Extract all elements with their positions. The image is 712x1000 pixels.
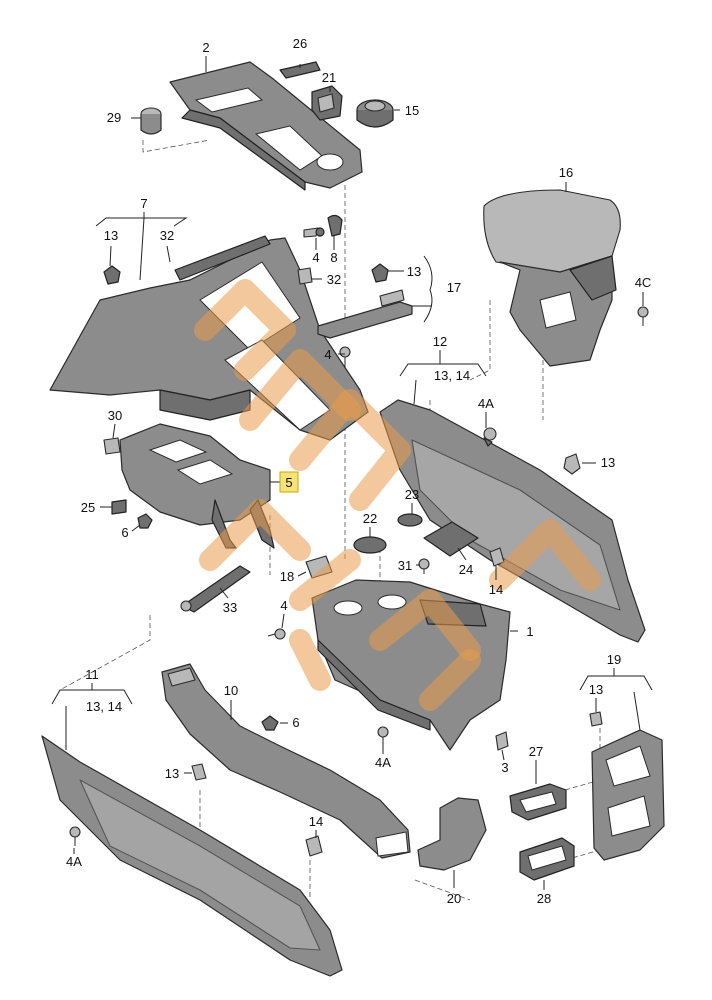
callout-5-highlight	[279, 471, 299, 493]
part-13-clip-right	[563, 453, 581, 475]
part-4-screw-bot	[267, 628, 286, 640]
callout-31[interactable]: 31	[398, 558, 412, 573]
callout-23[interactable]: 23	[405, 487, 419, 502]
callout-8[interactable]: 8	[330, 250, 337, 265]
callout-labels: 2 26 21 15 29 7 13 32 4 8 32 13 17 4 16 …	[66, 36, 651, 906]
callout-26[interactable]: 26	[293, 36, 307, 51]
callout-3[interactable]: 3	[501, 760, 508, 775]
callout-14-mid[interactable]: 14	[489, 582, 503, 597]
callout-13-frame[interactable]: 13	[104, 228, 118, 243]
callout-33[interactable]: 33	[223, 600, 237, 615]
part-2-shifter-trim-panel	[169, 61, 363, 191]
callout-13-low[interactable]: 13	[165, 766, 179, 781]
part-19-rear-vent-panel	[591, 729, 665, 861]
part-24-mat	[423, 521, 479, 557]
watermark-logo	[194, 279, 601, 711]
part-13-clip-19	[589, 711, 603, 727]
callout-29[interactable]: 29	[107, 110, 121, 125]
callout-20[interactable]: 20	[447, 891, 461, 906]
callout-11[interactable]: 11	[85, 667, 99, 682]
callout-7[interactable]: 7	[140, 196, 147, 211]
leader-lines	[51, 56, 653, 890]
callout-32-frame[interactable]: 32	[160, 228, 174, 243]
callout-10[interactable]: 10	[224, 683, 238, 698]
callout-14-low[interactable]: 14	[309, 814, 323, 829]
part-20-duct-elbow	[417, 797, 487, 871]
callout-15[interactable]: 15	[405, 103, 419, 118]
part-10-air-duct	[161, 663, 411, 859]
part-4C-screw	[637, 306, 649, 326]
callout-6-left[interactable]: 6	[121, 525, 128, 540]
part-30-clip	[103, 437, 121, 455]
part-11-side-panel-left	[41, 735, 343, 977]
part-23-mat	[397, 513, 423, 527]
callout-4-bot[interactable]: 4	[280, 598, 287, 613]
callout-21[interactable]: 21	[322, 70, 336, 85]
part-14-clip-low	[305, 835, 323, 857]
callout-25[interactable]: 25	[81, 500, 95, 515]
part-28-vent	[519, 837, 575, 881]
callout-12[interactable]: 12	[433, 334, 447, 349]
callout-13-19[interactable]: 13	[589, 682, 603, 697]
part-4A-screw-right	[483, 427, 497, 447]
part-27-vent	[509, 783, 567, 821]
part-4-screw-top	[303, 227, 325, 238]
callout-1[interactable]: 1	[526, 624, 533, 639]
part-32-clip	[297, 267, 313, 285]
part-6-nut-bot	[261, 715, 279, 731]
part-3-clip	[495, 731, 509, 751]
callout-4A-right[interactable]: 4A	[478, 396, 494, 411]
callout-17[interactable]: 17	[447, 280, 461, 295]
callout-13-14-right[interactable]: 13, 14	[434, 368, 470, 383]
part-13-clip-low	[191, 763, 207, 781]
callout-30[interactable]: 30	[108, 408, 122, 423]
callout-5[interactable]: 5	[285, 475, 292, 490]
callout-4A-left[interactable]: 4A	[66, 854, 82, 869]
callout-4-mid[interactable]: 4	[324, 347, 331, 362]
part-33-rail	[180, 565, 251, 613]
part-4A-screw-mid	[377, 726, 389, 744]
callout-13-17[interactable]: 13	[407, 264, 421, 279]
callout-28[interactable]: 28	[537, 891, 551, 906]
callout-18[interactable]: 18	[280, 569, 294, 584]
part-4A-screw-left	[69, 826, 81, 846]
part-13-nut-left	[103, 265, 121, 285]
part-16-armrest	[483, 189, 621, 367]
callout-4C[interactable]: 4C	[635, 275, 652, 290]
callout-13-14-left[interactable]: 13, 14	[86, 699, 122, 714]
callout-2[interactable]: 2	[202, 40, 209, 55]
part-6-nut-left	[137, 513, 153, 529]
part-21-switch	[311, 85, 343, 121]
callout-32-clip[interactable]: 32	[327, 272, 341, 287]
part-22-mat	[353, 536, 387, 554]
callout-16[interactable]: 16	[559, 165, 573, 180]
part-25-pad	[111, 499, 127, 515]
callout-22[interactable]: 22	[363, 511, 377, 526]
callout-6-bot[interactable]: 6	[292, 715, 299, 730]
part-13-nut-17	[371, 263, 389, 283]
part-26-button-strip	[279, 61, 321, 79]
callout-4-top[interactable]: 4	[312, 250, 319, 265]
callout-27[interactable]: 27	[529, 744, 543, 759]
part-15-knob	[356, 99, 394, 128]
callout-4A-mid[interactable]: 4A	[375, 755, 391, 770]
callout-13-right[interactable]: 13	[601, 455, 615, 470]
part-17-bracket	[317, 289, 413, 339]
part-29-socket	[140, 107, 162, 135]
callout-24[interactable]: 24	[459, 562, 473, 577]
callout-19[interactable]: 19	[607, 652, 621, 667]
part-8-clip	[327, 214, 343, 237]
part-31-screw	[418, 558, 430, 574]
